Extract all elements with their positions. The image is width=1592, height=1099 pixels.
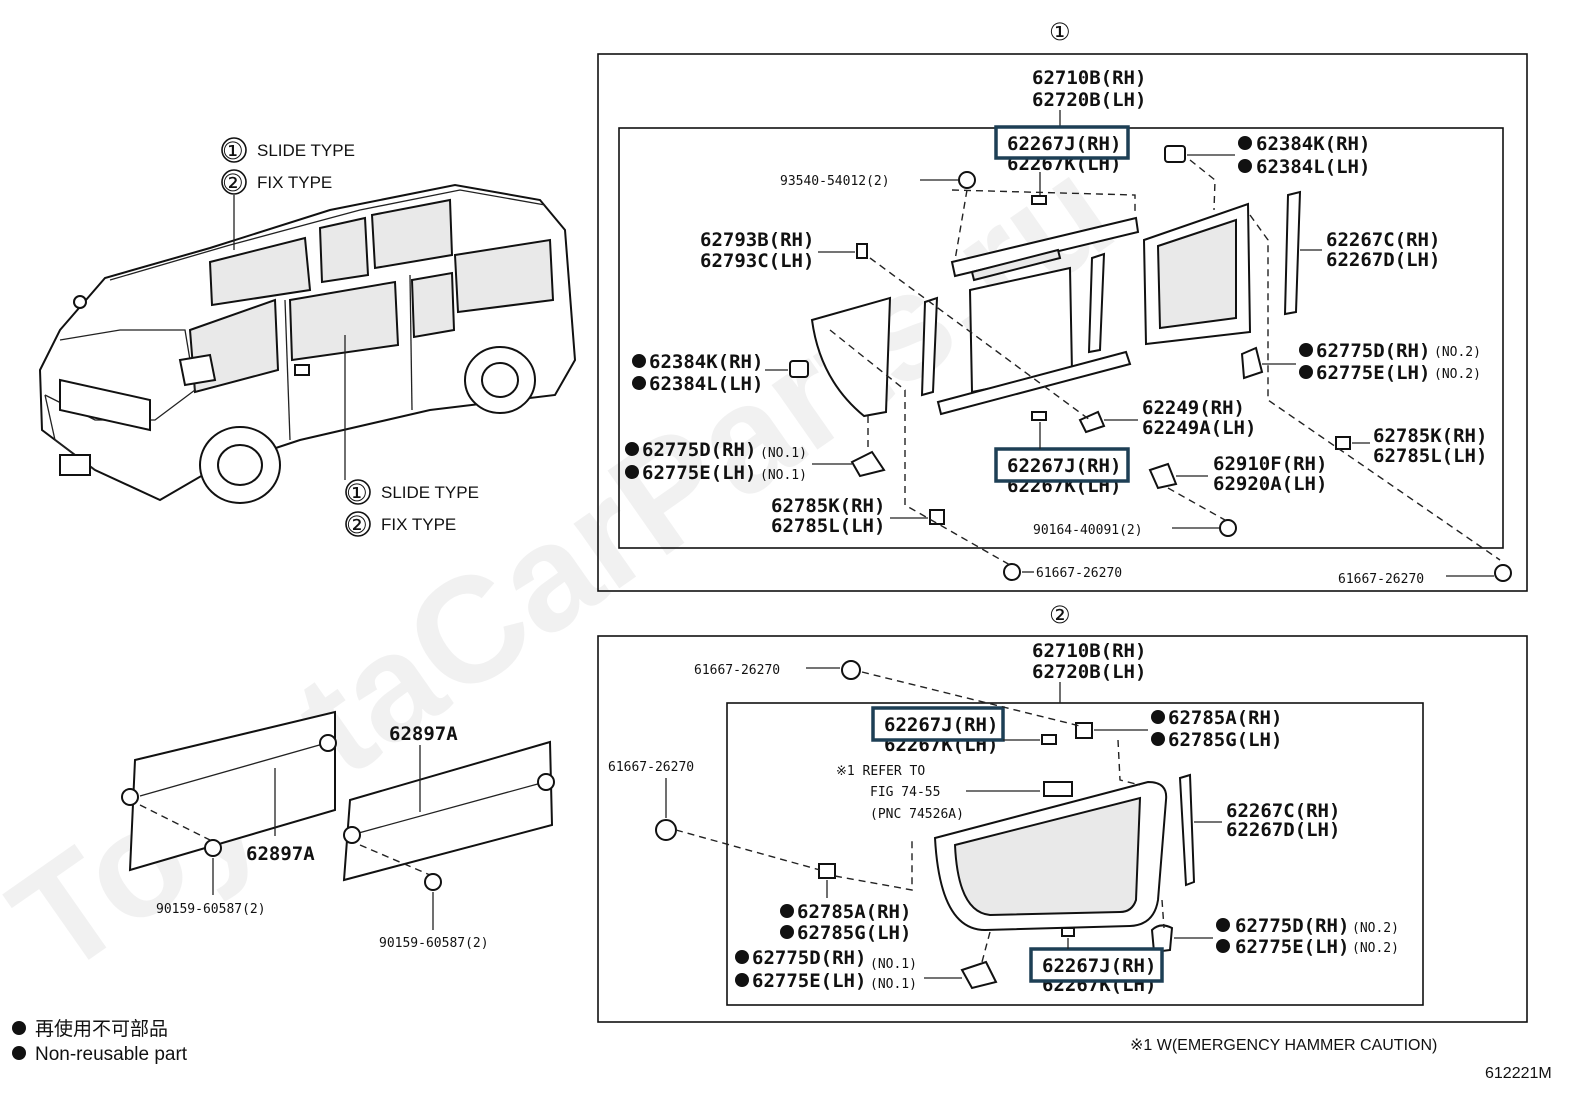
rod-assembly-right [342,740,555,930]
no1-note-d: (NO.1) [870,977,917,992]
section-2-number: ② [1049,601,1071,629]
no1-note-a: (NO.1) [760,446,807,461]
part-62775E-lh-no1-sec2: 62775E(LH) [752,970,866,992]
no2-note-c: (NO.2) [1352,921,1399,936]
part-62267J-rh: 62267J(RH) [1007,133,1121,155]
part-62249A-lh: 62249A(LH) [1142,417,1256,439]
no2-note-a: (NO.2) [1434,345,1481,360]
part-62785A-rh-left: 62785A(RH) [797,901,911,923]
highlight-62267J-sec2-bottom [1029,947,1164,983]
part-62785K-rh-left: 62785K(RH) [771,495,885,517]
part-62897A-right: 62897A [389,723,458,745]
part-62785G-lh-right: 62785G(LH) [1168,729,1282,751]
part-62793C-lh: 62793C(LH) [700,250,814,272]
callout-1-top: ① [222,137,244,165]
section-2-inner-frame [726,702,1424,1006]
part-62910F-rh: 62910F(RH) [1213,453,1327,475]
part-93540-54012: 93540-54012(2) [780,174,890,189]
fix-type-label-top: FIX TYPE [257,173,332,192]
part-62775E-lh-no2-sec1: 62775E(LH) [1316,362,1430,384]
part-62775D-rh-no1-sec1: 62775D(RH) [642,439,756,461]
figure-id: 612221M [1485,1065,1552,1082]
part-62775D-rh-no2-sec1: 62775D(RH) [1316,340,1430,362]
part-62775D-rh-no1-sec2: 62775D(RH) [752,947,866,969]
section-1-number: ① [1049,18,1071,46]
part-62775E-lh-no2-sec2: 62775E(LH) [1235,936,1349,958]
side-slide-window [288,280,400,362]
part-62267J-rh-sec2: 62267J(RH) [884,714,998,736]
part-90159-60587-right: 90159-60587(2) [379,936,489,951]
part-62384K-rh-left: 62384K(RH) [649,351,763,373]
highlight-62267J-sec1-bottom [994,447,1130,483]
part-62267J-rh-sec1-bottom: 62267J(RH) [1007,455,1121,477]
rear-slide-window [208,236,312,307]
part-62785L-lh-left: 62785L(LH) [771,515,885,537]
part-62775D-rh-no2-sec2: 62775D(RH) [1235,915,1349,937]
part-62785A-rh-right: 62785A(RH) [1168,707,1282,729]
legend-japanese: 再使用不可部品 [35,1018,168,1040]
part-61667-26270-sec2-a: 61667-26270 [694,663,780,678]
highlight-62267J-sec2-top [871,706,1005,742]
part-62384K-rh-right: 62384K(RH) [1256,133,1370,155]
ref-note-line2: FIG 74-55 [870,785,940,800]
no2-note-b: (NO.2) [1434,367,1481,382]
part-61667-26270-sec1-a: 61667-26270 [1036,566,1122,581]
no1-note-c: (NO.1) [870,957,917,972]
part-62267J-rh-sec2-bottom: 62267J(RH) [1042,955,1156,977]
part-62785L-lh-right: 62785L(LH) [1373,445,1487,467]
legend-english: Non-reusable part [35,1044,188,1065]
fix-type-label-side: FIX TYPE [381,515,456,534]
section-1-frame [597,53,1528,592]
van-illustration [38,183,577,504]
part-62785K-rh-right: 62785K(RH) [1373,425,1487,447]
no1-note-b: (NO.1) [760,468,807,483]
part-62720B-lh-sec2: 62720B(LH) [1032,661,1146,683]
part-62897A-left: 62897A [246,843,315,865]
rod-assembly-left [121,710,337,895]
part-61667-26270-sec2-b: 61667-26270 [608,760,694,775]
part-62249-rh: 62249(RH) [1142,397,1245,419]
ref-note-line3: (PNC 74526A) [870,807,964,822]
part-62920A-lh: 62920A(LH) [1213,473,1327,495]
part-62267C-rh-sec1: 62267C(RH) [1326,229,1440,251]
part-61667-26270-sec1-b: 61667-26270 [1338,572,1424,587]
footnote: ※1 W(EMERGENCY HAMMER CAUTION) [1130,1037,1437,1054]
part-62267D-lh-sec1: 62267D(LH) [1326,249,1440,271]
legend-bullet-2 [12,1046,26,1060]
no2-note-d: (NO.2) [1352,941,1399,956]
part-62710B-rh: 62710B(RH) [1032,67,1146,89]
callout-2-side: ② [346,511,368,539]
slide-type-label-side: SLIDE TYPE [381,483,479,502]
part-62267C-rh-sec2: 62267C(RH) [1226,800,1340,822]
part-62710B-rh-sec2: 62710B(RH) [1032,640,1146,662]
ref-note-line1: ※1 REFER TO [836,764,925,779]
part-62384L-lh-left: 62384L(LH) [649,373,763,395]
callout-2-top: ② [222,169,244,197]
part-90159-60587-left: 90159-60587(2) [156,902,266,917]
slide-type-label-top: SLIDE TYPE [257,141,355,160]
part-90164-40091: 90164-40091(2) [1033,523,1143,538]
section-2-frame [597,635,1528,1023]
part-62267D-lh-sec2: 62267D(LH) [1226,819,1340,841]
legend-bullet-1 [12,1021,26,1035]
part-62793B-rh: 62793B(RH) [700,229,814,251]
highlight-62267J-sec1-top [994,125,1130,160]
part-62775E-lh-no1-sec1: 62775E(LH) [642,462,756,484]
part-62785G-lh-left: 62785G(LH) [797,922,911,944]
callout-1-side: ① [346,479,368,507]
part-62384L-lh-right: 62384L(LH) [1256,156,1370,178]
part-62720B-lh: 62720B(LH) [1032,89,1146,111]
